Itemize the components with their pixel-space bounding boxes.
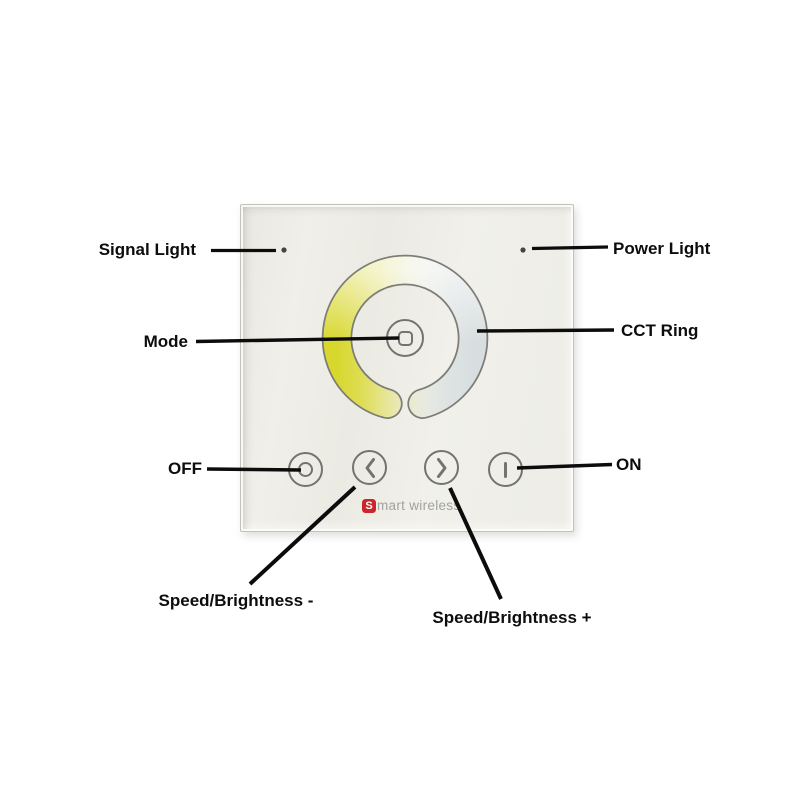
on-label: ON [616, 455, 642, 474]
power-on-icon [504, 461, 507, 478]
cct-ring-label: CCT Ring [621, 321, 699, 340]
off-button[interactable] [288, 452, 323, 487]
power-off-icon [298, 462, 313, 477]
chevron-left-icon [365, 457, 375, 478]
speed-brightness-minus-button[interactable] [352, 450, 387, 485]
power-light-label: Power Light [613, 239, 711, 258]
speed-brightness-plus-label: Speed/Brightness + [432, 608, 592, 627]
speed-brightness-minus-label: Speed/Brightness - [158, 591, 314, 610]
touch-panel [240, 204, 574, 532]
logo-badge: S [362, 498, 376, 513]
brand-logo: S mart wireless [362, 498, 460, 513]
signal-light-label: Signal Light [98, 240, 196, 259]
on-button[interactable] [488, 452, 523, 487]
logo-text: mart wireless [377, 498, 461, 513]
off-label: OFF [168, 459, 202, 478]
mode-label: Mode [143, 332, 188, 351]
chevron-right-icon [436, 457, 446, 478]
mode-icon [397, 330, 413, 346]
speed-brightness-plus-button[interactable] [424, 450, 459, 485]
mode-button[interactable] [386, 319, 424, 357]
